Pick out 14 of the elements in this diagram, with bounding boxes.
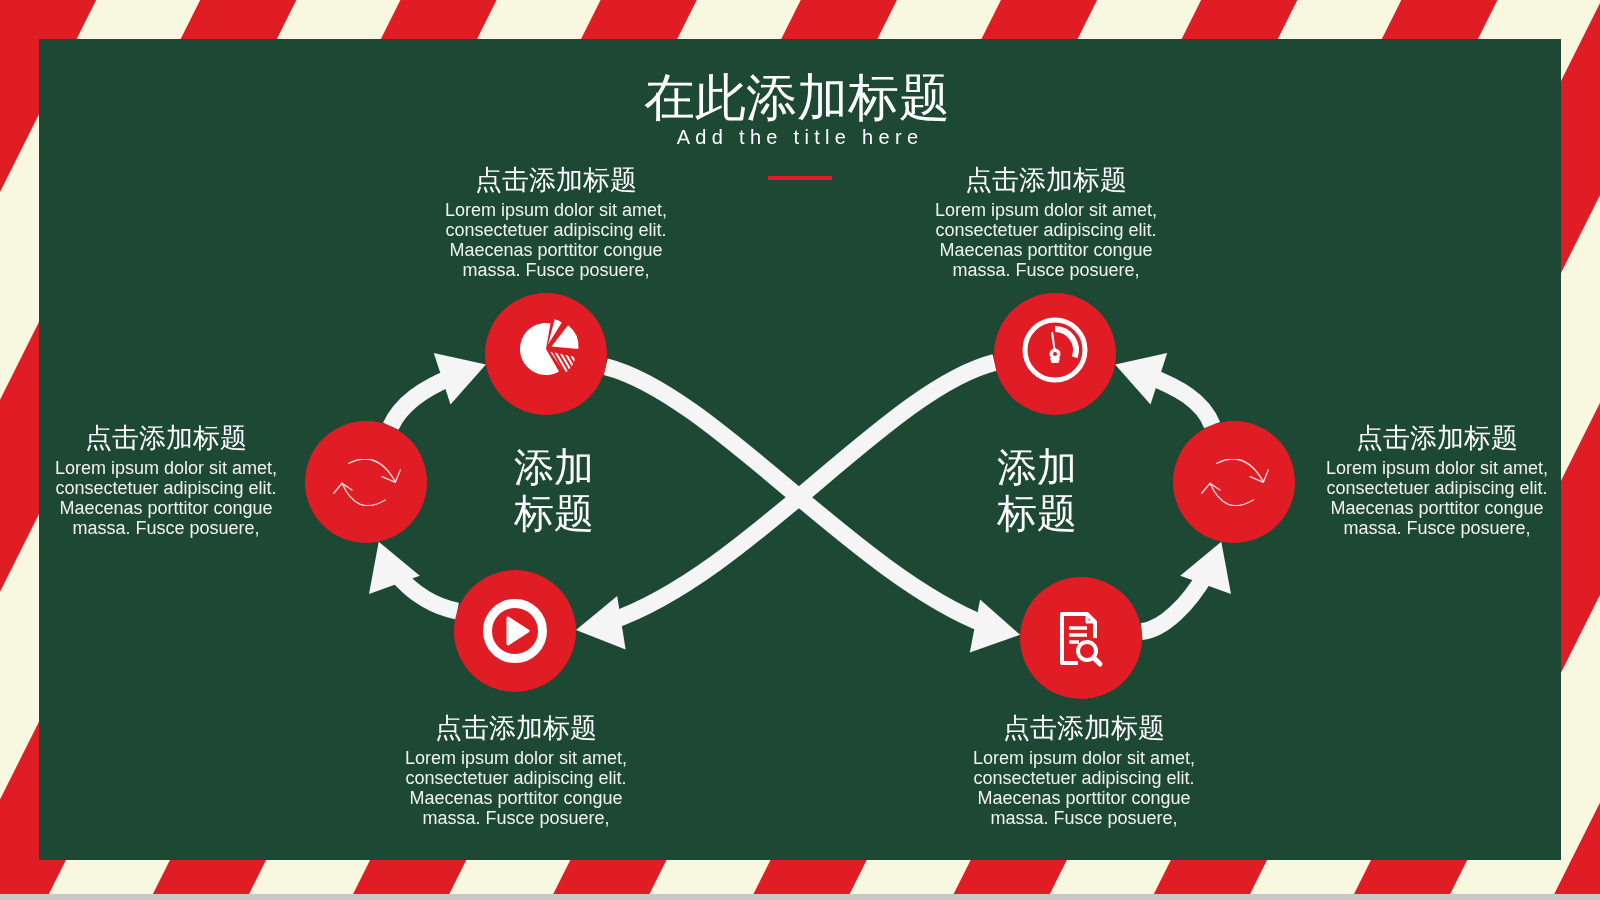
item-heading: 点击添加标题 <box>434 713 598 743</box>
description-text: Lorem ipsum dolor sit amet, consectetuer adipiscing elit. Maecenas porttitor congue massa. Fusce posuere, <box>933 200 1159 280</box>
description-text: Lorem ipsum dolor sit amet, consectetuer adipiscing elit. Maecenas porttitor congue massa. Fusce posuere, <box>1324 458 1550 538</box>
description-text: Lorem ipsum dolor sit amet, consectetuer adipiscing elit. Maecenas porttitor congue massa. Fusce posuere, <box>971 748 1197 828</box>
description-text: Lorem ipsum dolor sit amet, consectetuer adipiscing elit. Maecenas porttitor congue massa. Fusce posuere, <box>443 200 669 280</box>
description-text: Lorem ipsum dolor sit amet, consectetuer adipiscing elit. Maecenas porttitor congue massa. Fusce posuere, <box>403 748 629 828</box>
item-heading: 点击添加标题 <box>1355 423 1519 453</box>
item-heading: 点击添加标题 <box>474 165 638 195</box>
description-text: Lorem ipsum dolor sit amet, consectetuer adipiscing elit. Maecenas porttitor congue massa. Fusce posuere, <box>53 458 279 538</box>
center-label: 添加标题 <box>996 444 1078 536</box>
item-heading: 点击添加标题 <box>964 165 1128 195</box>
item-heading: 点击添加标题 <box>1002 713 1166 743</box>
center-label: 添加标题 <box>513 444 595 536</box>
item-heading: 点击添加标题 <box>84 423 248 453</box>
